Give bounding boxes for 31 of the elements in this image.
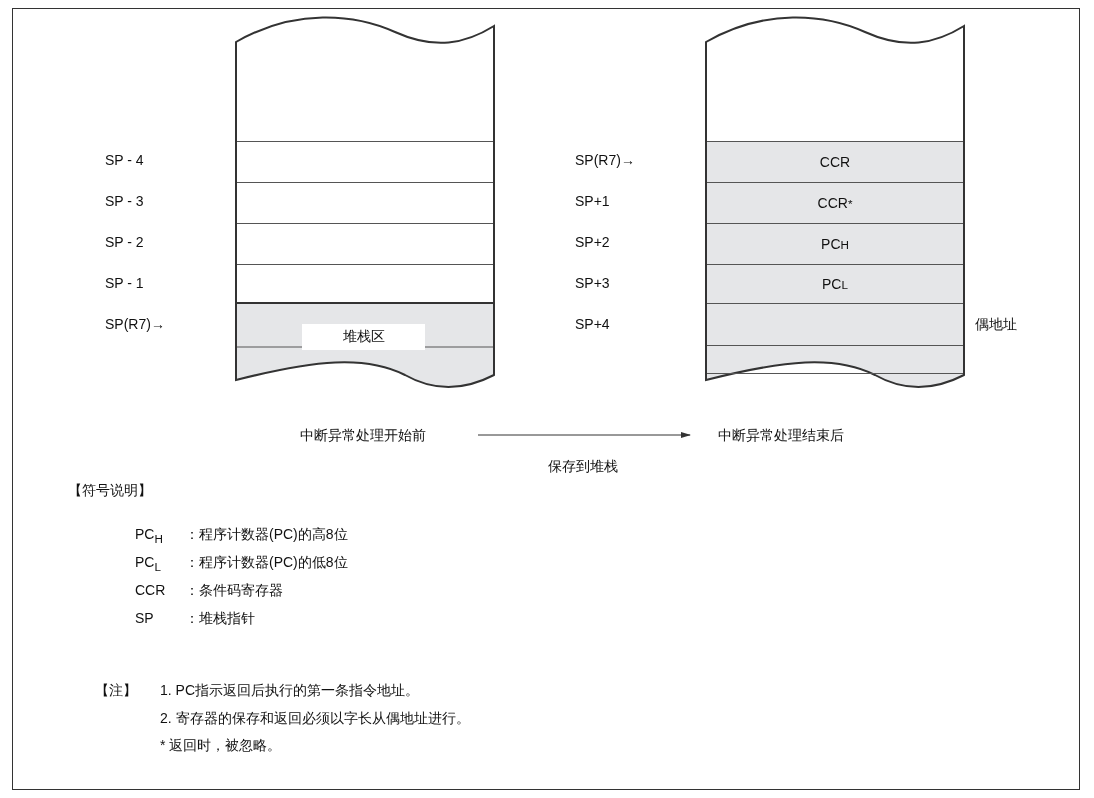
address-label: SP+2 (575, 233, 610, 251)
address-label: SP+3 (575, 274, 610, 292)
arrow (477, 432, 691, 438)
legend-description: ：条件码寄存器 (185, 581, 283, 599)
legend-symbol: SP (135, 609, 154, 627)
caption: 中断异常处理结束后 (718, 426, 848, 444)
legend-symbol: PC$_{H}$ (135, 525, 163, 547)
stack-cell (707, 345, 963, 374)
address-label: SP - 1 (105, 274, 144, 292)
note-text: * 返回时，被忽略。 (160, 736, 282, 754)
legend-symbol: PC$_{L}$ (135, 553, 161, 575)
legend-description: ：堆栈指针 (185, 609, 255, 627)
note-text: 2. 寄存器的保存和返回必须以字长从偶地址进行。 (160, 709, 470, 727)
address-label: SP - 4 (105, 151, 144, 169)
section-heading: 【符号说明】 (68, 481, 152, 499)
edge-label: 保存到堆栈 (548, 457, 618, 475)
address-note: 偶地址 (975, 315, 1017, 333)
legend-symbol: CCR (135, 581, 166, 599)
note-text: 1. PC指示返回后执行的第一条指令地址。 (160, 681, 419, 699)
address-label: SP(R7)→ (105, 315, 165, 333)
address-label: SP - 3 (105, 192, 144, 210)
caption: 中断异常处理开始前 (300, 426, 430, 444)
address-label: SP+4 (575, 315, 610, 333)
register-cell: CCR (707, 141, 963, 182)
address-label: SP(R7)→ (575, 151, 635, 169)
legend-description: ：程序计数器(PC)的低8位 (185, 553, 348, 571)
section-heading: 【注】 (95, 681, 137, 699)
address-label: SP+1 (575, 192, 610, 210)
area-label: 堆栈区 (302, 324, 425, 350)
address-label: SP - 2 (105, 233, 144, 251)
legend-description: ：程序计数器(PC)的高8位 (185, 525, 348, 543)
